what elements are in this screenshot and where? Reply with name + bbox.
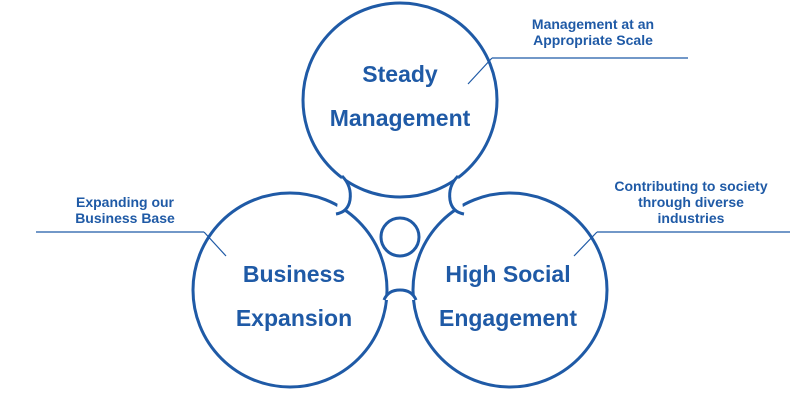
lobe-left-title: Business Expansion <box>194 252 394 340</box>
annotation-right-line3: industries <box>657 210 725 226</box>
lobe-top-title-line1: Steady <box>362 61 438 87</box>
lobe-top-title: Steady Management <box>300 52 500 140</box>
center-circle <box>379 216 421 258</box>
join-top-left <box>335 174 352 216</box>
lobe-right-title-line2: Engagement <box>438 305 578 331</box>
lobe-right-circle <box>411 191 609 389</box>
lobe-left-title-line1: Business <box>242 261 346 287</box>
lobe-right-title: High Social Engagement <box>408 252 608 340</box>
join-top-right <box>448 174 465 216</box>
annotation-right-line2: through diverse <box>638 194 744 210</box>
annotation-right: Contributing to society through diverse … <box>596 178 786 226</box>
leader-right-diagonal <box>573 231 598 257</box>
annotation-top-line1: Management at an <box>531 16 655 32</box>
lobe-left-circle <box>191 191 389 389</box>
annotation-top: Management at an Appropriate Scale <box>498 16 688 48</box>
annotation-right-line1: Contributing to society <box>614 178 768 194</box>
leader-top-diagonal <box>467 57 493 85</box>
annotation-left-line2: Business Base <box>75 210 175 226</box>
annotation-left: Expanding our Business Base <box>40 194 210 226</box>
lobe-top-title-line2: Management <box>329 105 471 131</box>
annotation-top-line2: Appropriate Scale <box>533 32 653 48</box>
join-bottom <box>382 288 418 301</box>
lobe-right-title-line1: High Social <box>445 261 571 287</box>
lobe-left-title-line2: Expansion <box>235 305 353 331</box>
annotation-left-line1: Expanding our <box>76 194 174 210</box>
leader-left-diagonal <box>203 231 227 257</box>
lobe-top-circle <box>301 1 499 199</box>
